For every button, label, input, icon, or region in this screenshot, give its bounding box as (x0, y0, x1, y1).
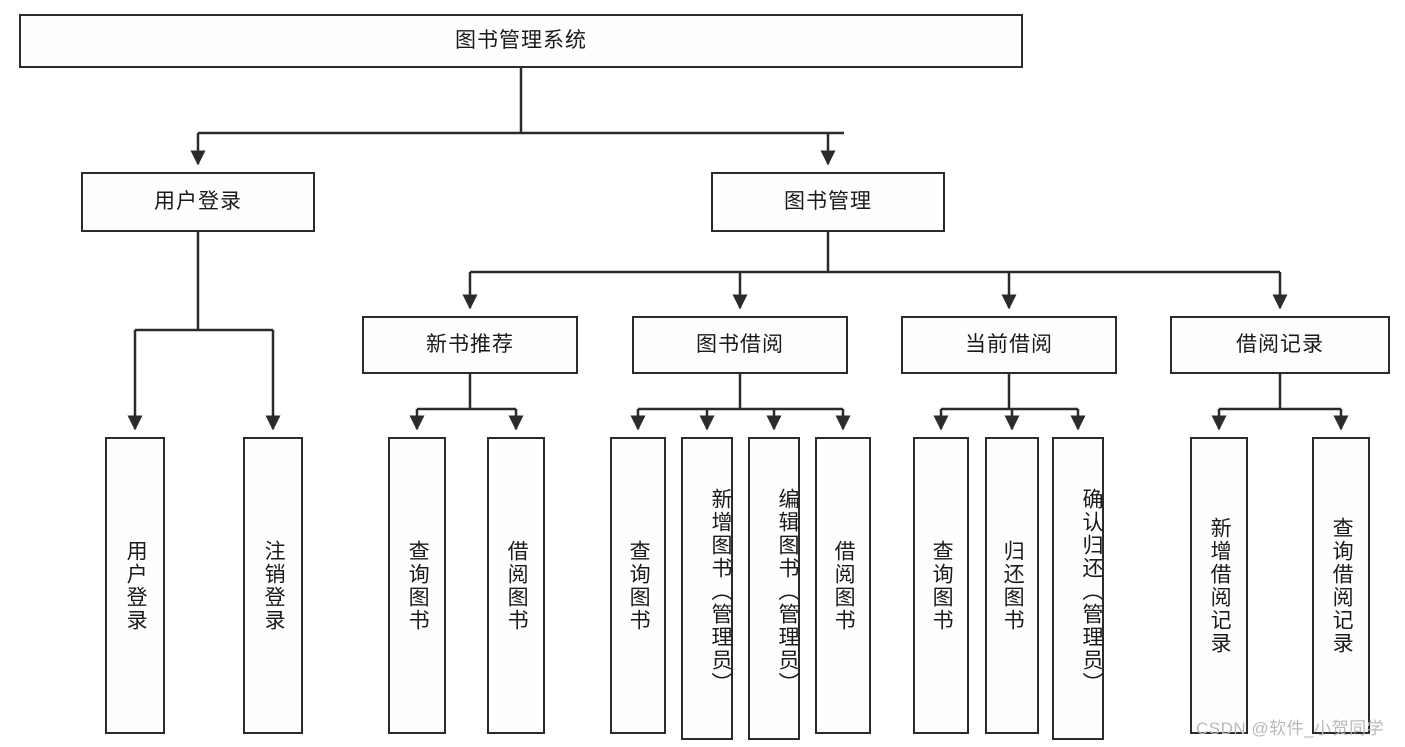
node-new-book-recommend[interactable]: 新书推荐 (362, 316, 578, 374)
leaf-edit-book-admin-label: 编辑图书（管理员） (776, 488, 799, 695)
node-root-label: 图书管理系统 (455, 28, 587, 52)
leaf-query-books-recommend-label: 查询图书 (406, 539, 430, 632)
node-new-book-recommend-label: 新书推荐 (426, 332, 514, 356)
leaf-borrow-books-recommend[interactable]: 借阅图书 (487, 437, 545, 734)
leaf-add-borrow-record[interactable]: 新增借阅记录 (1190, 437, 1248, 734)
leaf-add-borrow-record-label: 新增借阅记录 (1208, 516, 1232, 655)
leaf-user-logout-label: 注销登录 (262, 539, 286, 632)
leaf-query-borrow-record[interactable]: 查询借阅记录 (1312, 437, 1370, 734)
node-book-management[interactable]: 图书管理 (711, 172, 945, 232)
leaf-borrow-books-borrow-label: 借阅图书 (832, 539, 856, 632)
leaf-query-borrow-record-label: 查询借阅记录 (1330, 516, 1354, 655)
node-current-borrow[interactable]: 当前借阅 (901, 316, 1117, 374)
leaf-borrow-books-borrow[interactable]: 借阅图书 (815, 437, 871, 734)
csdn-watermark: CSDN @软件_小贺同学 (1196, 719, 1385, 738)
node-root[interactable]: 图书管理系统 (19, 14, 1023, 68)
leaf-confirm-return-admin[interactable]: 确认归还（管理员） (1052, 437, 1104, 740)
node-borrow-record-label: 借阅记录 (1236, 332, 1324, 356)
node-book-borrow-label: 图书借阅 (696, 332, 784, 356)
node-book-borrow[interactable]: 图书借阅 (632, 316, 848, 374)
node-user-login-label: 用户登录 (154, 189, 242, 213)
leaf-add-book-admin[interactable]: 新增图书（管理员） (681, 437, 733, 740)
leaf-confirm-return-admin-label: 确认归还（管理员） (1080, 488, 1103, 695)
leaf-query-books-current-label: 查询图书 (930, 539, 954, 632)
leaf-query-books-borrow-label: 查询图书 (627, 539, 651, 632)
leaf-query-books-recommend[interactable]: 查询图书 (388, 437, 446, 734)
node-current-borrow-label: 当前借阅 (965, 332, 1053, 356)
leaf-edit-book-admin[interactable]: 编辑图书（管理员） (748, 437, 800, 740)
leaf-user-login-label: 用户登录 (124, 539, 148, 632)
leaf-return-books[interactable]: 归还图书 (985, 437, 1039, 734)
leaf-user-login[interactable]: 用户登录 (105, 437, 165, 734)
node-book-management-label: 图书管理 (784, 189, 872, 213)
leaf-query-books-borrow[interactable]: 查询图书 (610, 437, 666, 734)
leaf-add-book-admin-label: 新增图书（管理员） (709, 488, 732, 695)
node-user-login[interactable]: 用户登录 (81, 172, 315, 232)
leaf-query-books-current[interactable]: 查询图书 (913, 437, 969, 734)
leaf-user-logout[interactable]: 注销登录 (243, 437, 303, 734)
leaf-borrow-books-recommend-label: 借阅图书 (505, 539, 529, 632)
leaf-return-books-label: 归还图书 (1001, 539, 1025, 632)
node-borrow-record[interactable]: 借阅记录 (1170, 316, 1390, 374)
